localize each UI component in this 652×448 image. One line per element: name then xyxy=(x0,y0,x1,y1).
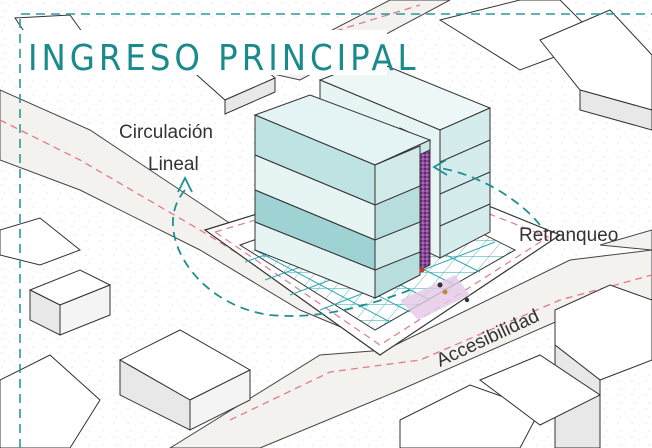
people xyxy=(419,267,470,303)
circulacion-path xyxy=(172,189,411,317)
entrance-plaza xyxy=(400,275,470,320)
title-backdrop xyxy=(22,30,387,75)
label-lineal: Lineal xyxy=(148,154,199,175)
pink-dash-plot xyxy=(213,177,550,346)
label-circulacion: Circulación xyxy=(119,122,213,143)
pink-dash-street-left xyxy=(0,119,301,293)
title: INGRESO PRINCIPAL xyxy=(28,38,420,79)
label-retranqueo: Retranqueo xyxy=(519,225,618,246)
circulacion-arrow-icon xyxy=(177,175,193,193)
retranqueo-arrow-icon xyxy=(432,159,448,176)
pink-dash-street-top xyxy=(289,4,421,46)
pink-dash-street-bottom xyxy=(229,274,652,421)
circulation-paths xyxy=(172,167,541,317)
frame-dashed-border xyxy=(19,13,652,448)
front-tower xyxy=(253,94,432,299)
